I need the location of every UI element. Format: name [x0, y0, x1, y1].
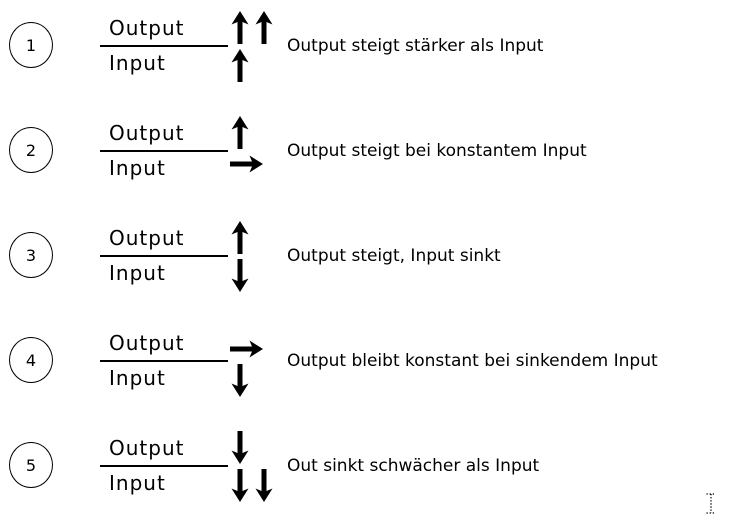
trend-arrows [230, 420, 290, 512]
up-arrow-icon [255, 11, 273, 44]
fraction-numerator-label: Output [109, 436, 185, 460]
step-number-circle: 2 [9, 127, 53, 173]
output-input-fraction: Output Input [100, 0, 228, 92]
up-arrow-icon [231, 221, 249, 254]
output-input-fraction: Output Input [100, 420, 228, 512]
row-description: Output bleibt konstant bei sinkendem Inp… [287, 351, 658, 371]
row-description: Output steigt, Input sinkt [287, 246, 501, 266]
fraction-bar [100, 45, 228, 47]
output-trend-arrows [230, 11, 274, 44]
up-arrow-icon [231, 49, 249, 82]
text-cursor-icon [706, 493, 716, 514]
ratio-row: 4 Output Input Output bleibt konstant be… [0, 315, 735, 407]
output-trend-arrows [230, 116, 250, 149]
ratio-row: 5 Output Input Out sinkt schwächer als I… [0, 420, 735, 512]
fraction-numerator-label: Output [109, 331, 185, 355]
row-description: Output steigt stärker als Input [287, 36, 544, 56]
input-trend-arrows [230, 259, 250, 292]
step-number: 3 [25, 245, 37, 265]
output-trend-arrows [230, 221, 250, 254]
input-trend-arrows [230, 49, 250, 82]
input-trend-arrows [230, 469, 274, 502]
output-trend-arrows [230, 431, 250, 464]
fraction-numerator-label: Output [109, 226, 185, 250]
up-arrow-icon [231, 116, 249, 149]
fraction-numerator-label: Output [109, 16, 185, 40]
row-description: Out sinkt schwächer als Input [287, 456, 540, 476]
up-arrow-icon [231, 11, 249, 44]
fraction-denominator-label: Input [109, 471, 166, 495]
step-number-circle: 3 [9, 232, 53, 278]
output-input-fraction: Output Input [100, 315, 228, 407]
step-number: 1 [25, 35, 37, 55]
input-trend-arrows [230, 154, 263, 174]
trend-arrows [230, 210, 290, 302]
ratio-row: 3 Output Input Output steigt, Input sink… [0, 210, 735, 302]
fraction-bar [100, 150, 228, 152]
fraction-denominator-label: Input [109, 51, 166, 75]
output-trend-arrows [230, 339, 263, 359]
step-number: 4 [25, 350, 37, 370]
down-arrow-icon [255, 469, 273, 502]
down-arrow-icon [231, 364, 249, 397]
step-number: 2 [25, 140, 37, 160]
output-input-fraction: Output Input [100, 210, 228, 302]
fraction-bar [100, 360, 228, 362]
right-arrow-icon [230, 155, 263, 173]
step-number-circle: 4 [9, 337, 53, 383]
ratio-row: 1 Output Input Output steigt stärker als… [0, 0, 735, 92]
trend-arrows [230, 105, 290, 197]
right-arrow-icon [230, 340, 263, 358]
fraction-denominator-label: Input [109, 261, 166, 285]
fraction-denominator-label: Input [109, 156, 166, 180]
step-number-circle: 1 [9, 22, 53, 68]
step-number: 5 [25, 455, 37, 475]
fraction-bar [100, 465, 228, 467]
fraction-denominator-label: Input [109, 366, 166, 390]
output-input-fraction: Output Input [100, 105, 228, 197]
trend-arrows [230, 0, 290, 92]
down-arrow-icon [231, 469, 249, 502]
input-trend-arrows [230, 364, 250, 397]
fraction-numerator-label: Output [109, 121, 185, 145]
row-description: Output steigt bei konstantem Input [287, 141, 587, 161]
ratio-row: 2 Output Input Output steigt bei konstan… [0, 105, 735, 197]
down-arrow-icon [231, 431, 249, 464]
trend-arrows [230, 315, 290, 407]
fraction-bar [100, 255, 228, 257]
down-arrow-icon [231, 259, 249, 292]
step-number-circle: 5 [9, 442, 53, 488]
